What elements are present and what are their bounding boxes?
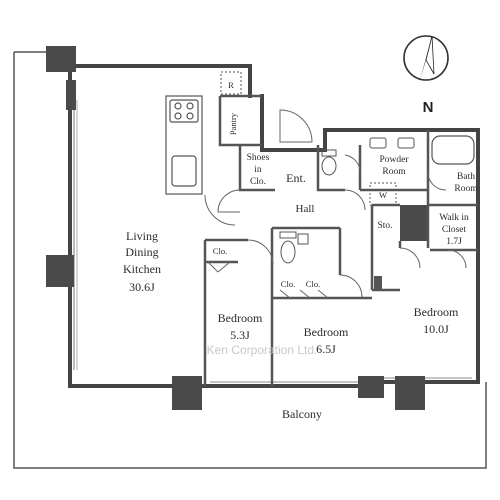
vanity-sink-1 — [369, 137, 387, 149]
compass: N — [403, 35, 449, 116]
living-name-line-3: Kitchen — [123, 262, 161, 276]
bedroom3-size: 10.0J — [423, 322, 449, 336]
washer — [369, 182, 397, 206]
compass-north-label: N — [423, 99, 434, 116]
bath-room-line-2: Room — [454, 184, 478, 194]
living-name-line-2: Dining — [125, 245, 158, 259]
bath-room-line-1: Bath — [457, 172, 475, 182]
bedroom2-name: Bedroom — [304, 325, 349, 339]
storage-label: Sto. — [377, 221, 392, 231]
compass-ring — [403, 35, 449, 81]
shoes-closet-line-2: in — [254, 165, 262, 175]
refrigerator — [220, 71, 242, 95]
kitchen-island — [165, 95, 203, 195]
powder-room-line-2: Room — [382, 167, 406, 177]
walk-in-closet-line-1: Walk in — [439, 213, 469, 223]
bathtub — [431, 135, 475, 165]
bedroom2-size: 6.5J — [316, 342, 336, 356]
shoes-closet-line-1: Shoes — [247, 153, 270, 163]
toilet-1 — [321, 149, 337, 176]
bedroom1-size: 5.3J — [230, 328, 250, 342]
watermark: Ken Corporation Ltd. — [207, 343, 318, 357]
shoes-closet-line-3: Clo. — [250, 177, 266, 187]
door-swings — [204, 109, 467, 299]
structural-columns — [46, 46, 428, 410]
refrigerator-label: R — [228, 80, 234, 90]
vanity-sink-2 — [397, 137, 415, 149]
walk-in-closet-line-2: Closet — [442, 225, 467, 235]
entrance-label: Ent. — [286, 171, 306, 185]
closet-label-2: Clo. — [281, 279, 295, 289]
bedroom1-name: Bedroom — [218, 311, 263, 325]
hall-label: Hall — [296, 203, 315, 215]
pantry-label: Pantry — [228, 112, 238, 135]
walk-in-closet-size: 1.7J — [446, 237, 462, 247]
closet-label-1: Clo. — [213, 246, 227, 256]
washer-label: W — [379, 190, 387, 200]
powder-room-line-1: Powder — [379, 155, 409, 165]
toilet-2 — [279, 231, 309, 264]
bedroom3-name: Bedroom — [414, 305, 459, 319]
compass-needle-light-icon — [425, 35, 435, 75]
balcony-outline — [13, 52, 487, 469]
utility-block — [374, 276, 382, 290]
living-size: 30.6J — [129, 280, 155, 294]
closet-label-3: Clo. — [306, 279, 320, 289]
balcony-label: Balcony — [282, 407, 322, 421]
living-name-line-1: Living — [126, 229, 158, 243]
exterior-walls — [68, 64, 480, 388]
